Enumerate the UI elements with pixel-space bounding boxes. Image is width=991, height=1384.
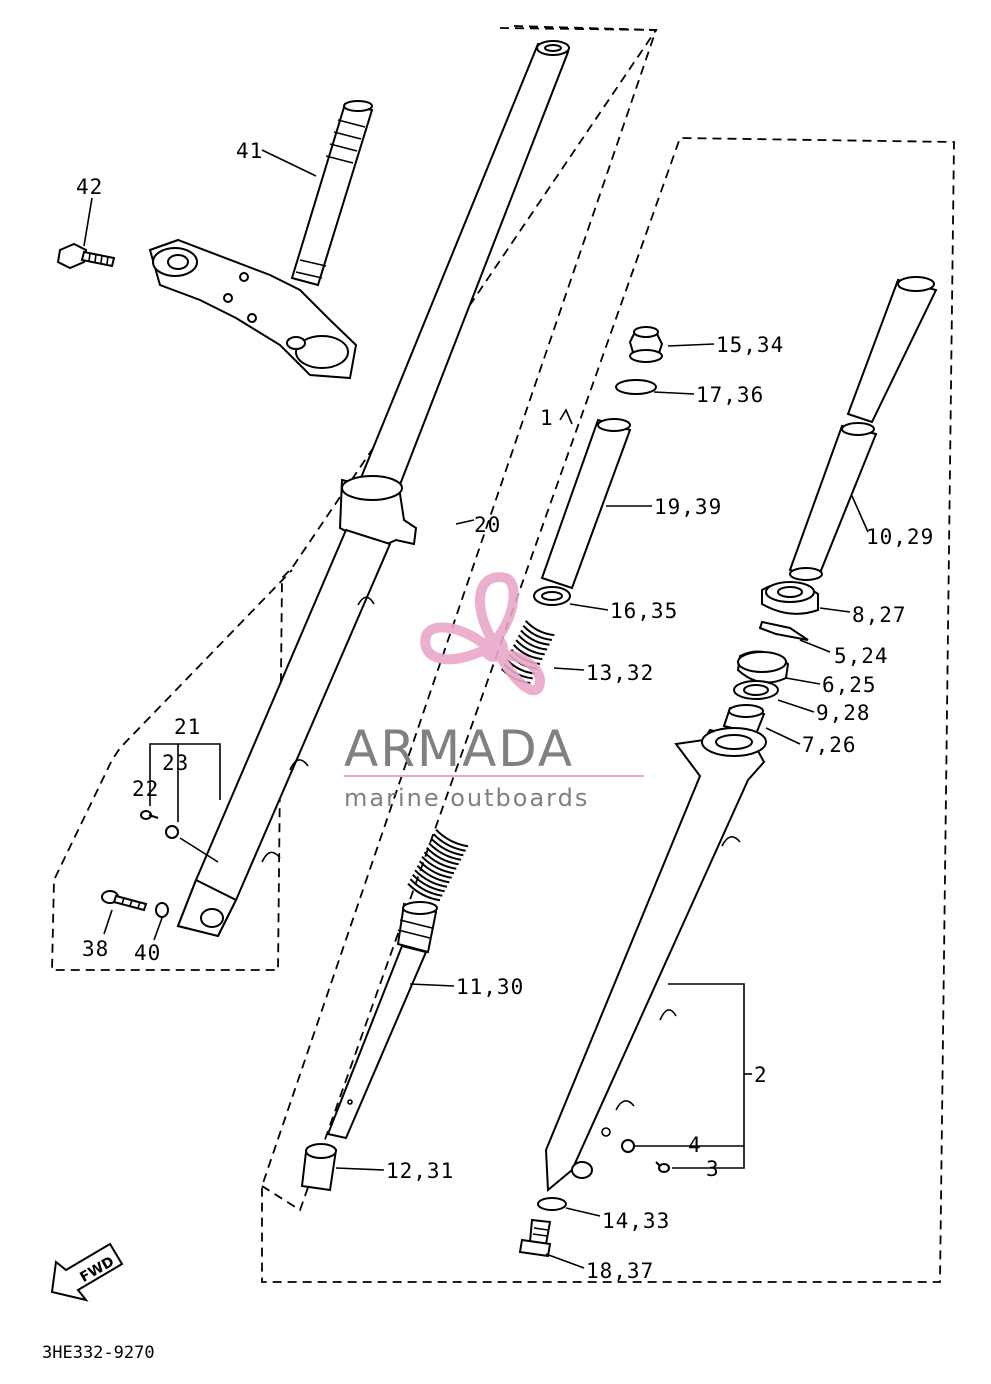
spring-coil [524, 620, 555, 637]
callout-2: 2 [754, 1063, 768, 1087]
spring-coil [414, 869, 448, 888]
leader-lines [83, 149, 869, 1269]
callout-4: 4 [688, 1133, 702, 1157]
spring-coil [520, 629, 550, 646]
spring-seat [533, 586, 571, 606]
callout-6-25: 6,25 [822, 673, 877, 697]
spring-coil [515, 639, 545, 656]
bolt-38 [101, 890, 148, 912]
retaining-clip [758, 620, 809, 641]
washer-40 [155, 902, 169, 918]
bolt-3 [655, 1161, 670, 1173]
spring-coil [512, 644, 543, 661]
callout-17-36: 17,36 [696, 383, 764, 407]
propeller-logo-icon [420, 572, 546, 696]
callout-14-33: 14,33 [602, 1209, 670, 1233]
spring-coil [416, 865, 450, 884]
callout-18-37: 18,37 [586, 1259, 654, 1283]
callout-16-35: 16,35 [610, 599, 678, 623]
oil-seal [736, 650, 790, 684]
callout-7-26: 7,26 [802, 733, 857, 757]
inner-tube [788, 276, 938, 581]
callout-38: 38 [82, 937, 109, 961]
dust-seal [761, 581, 819, 615]
callout-12-31: 12,31 [386, 1159, 454, 1183]
spring-coil [407, 883, 441, 902]
drawing-code: 3HE332-9270 [42, 1343, 155, 1363]
inner-fork-group-outline [261, 25, 955, 1283]
callout-42: 42 [76, 175, 103, 199]
spring-coil [418, 860, 452, 879]
spring-coil [411, 874, 445, 893]
spring-coil [430, 838, 464, 857]
callout-13-32: 13,32 [586, 661, 654, 685]
fork-spring-lower [407, 829, 469, 902]
callout-9-28: 9,28 [816, 701, 871, 725]
spring-coil [517, 634, 548, 651]
watermark-tagline: marine outboards [344, 784, 589, 812]
steering-stem [148, 100, 374, 380]
callout-15-34: 15,34 [716, 333, 784, 357]
callout-21: 21 [174, 715, 201, 739]
callout-1: 1 [540, 406, 554, 430]
armada-watermark: ARMADA marine outboards [344, 572, 644, 812]
right-fork-leg [544, 727, 767, 1193]
bolt-42 [56, 242, 116, 270]
washer-4 [621, 1139, 635, 1153]
spring-coil [435, 829, 469, 848]
oil-lock-piece [300, 1143, 338, 1192]
callout-20: 20 [474, 513, 501, 537]
callout-41: 41 [236, 139, 263, 163]
spring-coil [522, 624, 553, 641]
spacer-tube [540, 418, 632, 590]
spring-coil [409, 878, 443, 897]
callout-3: 3 [706, 1157, 720, 1181]
drain-bolt [518, 1218, 552, 1258]
callout-23: 23 [162, 751, 189, 775]
cap-bolt [628, 326, 664, 363]
damper-rod [326, 901, 438, 1140]
callout-10-29: 10,29 [866, 525, 934, 549]
spring-coil [428, 842, 462, 861]
watermark-brand: ARMADA [344, 720, 574, 778]
callout-40: 40 [134, 941, 161, 965]
callout-8-27: 8,27 [852, 603, 907, 627]
spring-coil [421, 856, 455, 875]
bolt-22 [140, 810, 159, 820]
copper-washer [537, 1197, 567, 1211]
callout-5-24: 5,24 [834, 644, 889, 668]
spring-coil [425, 847, 459, 866]
callout-labels: 41 42 15,34 17,36 1 19,39 20 10,29 16,35… [76, 139, 934, 1283]
o-ring [615, 379, 657, 395]
washer-23 [165, 825, 179, 839]
fwd-arrow-icon: FWD [50, 1242, 124, 1302]
callout-22: 22 [132, 777, 159, 801]
spring-coil [432, 833, 466, 852]
left-fork-tube [176, 40, 570, 938]
callout-19-39: 19,39 [654, 495, 722, 519]
spring-coil [423, 851, 457, 870]
callout-11-30: 11,30 [456, 975, 524, 999]
seal-washer [733, 680, 779, 700]
outer-fork-group-outline [51, 27, 658, 971]
